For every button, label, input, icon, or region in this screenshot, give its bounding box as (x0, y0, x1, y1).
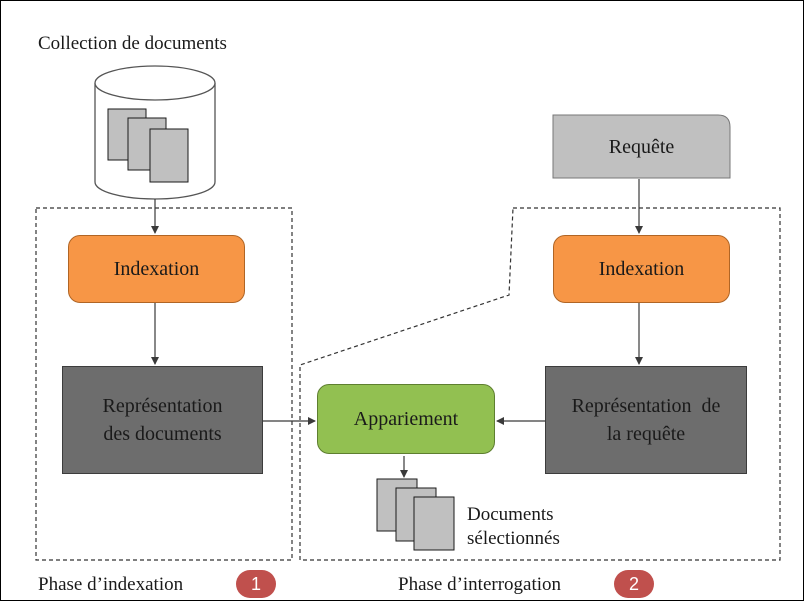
query-box-label: Requête (608, 135, 675, 158)
document-representation-box: Représentation des documents (62, 366, 263, 474)
query-representation-line1: Représentation de (571, 395, 721, 417)
query-shape (552, 114, 731, 179)
query-representation-line2: la requête (606, 423, 686, 445)
selected-documents-line1: Documents (467, 504, 554, 525)
document-representation-line1: Représentation (102, 395, 223, 417)
indexation-box-left: Indexation (68, 235, 245, 303)
selected-documents-line2: sélectionnés (467, 528, 560, 549)
indexing-phase-region (35, 207, 293, 561)
document-representation-line2: des documents (103, 423, 222, 445)
query-representation-box: Représentation de la requête (545, 366, 747, 474)
selected-documents-icon (376, 478, 455, 551)
query-phase-region (299, 207, 781, 561)
collection-label: Collection de documents (38, 33, 227, 54)
phase-2-badge: 2 (614, 570, 654, 598)
indexing-phase-label: Phase d’indexation (38, 574, 184, 595)
selected-documents-label: Documents sélectionnés (467, 503, 560, 551)
document-stack-icon (107, 108, 189, 183)
query-phase-label: Phase d’interrogation (398, 574, 562, 595)
phase-1-badge: 1 (236, 570, 276, 598)
matching-box: Appariement (317, 384, 495, 454)
indexation-box-right: Indexation (553, 235, 730, 303)
